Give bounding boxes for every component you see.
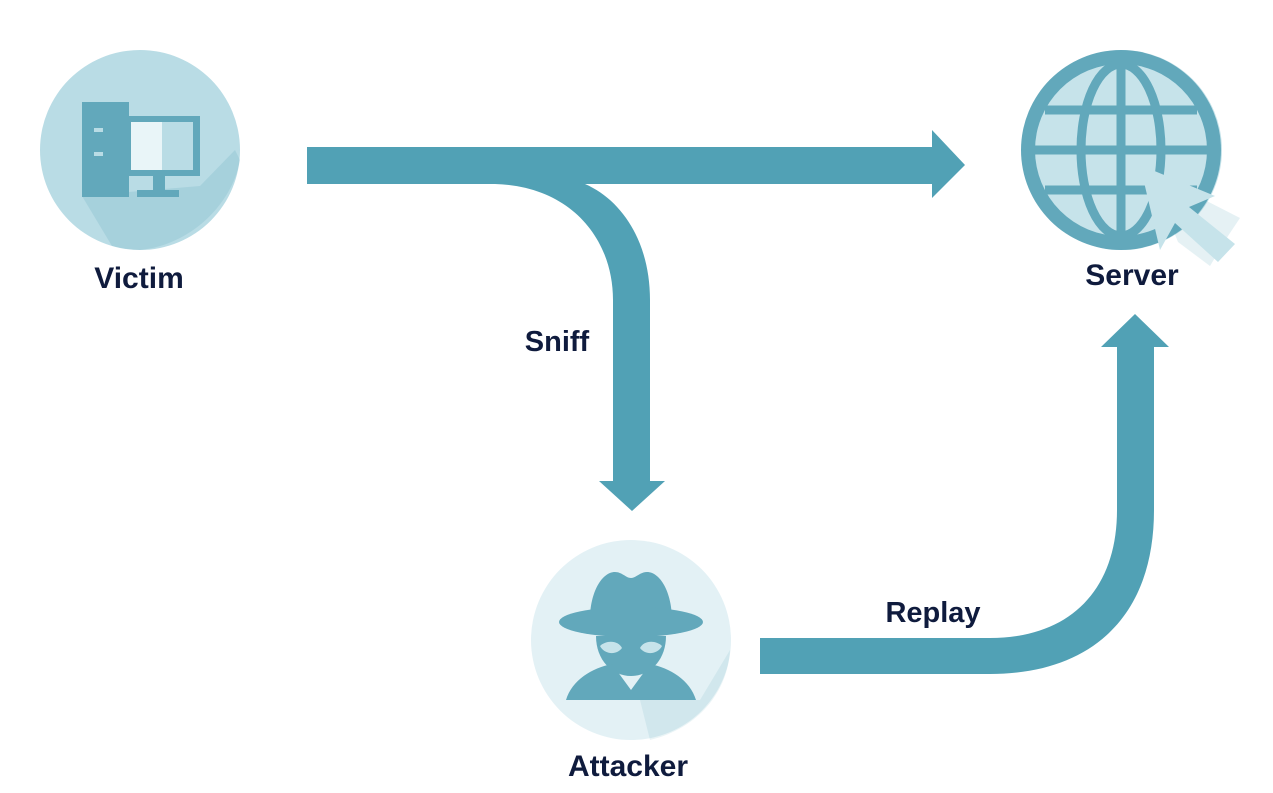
server-label: Server [1085,259,1179,292]
server-node: Server [1021,50,1240,292]
victim-label: Victim [94,262,184,295]
desktop-computer-icon [82,102,240,250]
arrow-sniff-to-attacker [495,184,665,511]
spy-hat-icon [559,572,730,740]
victim-node: Victim [40,50,240,295]
globe-cursor-icon [1021,50,1240,266]
arrow-replay-to-server [760,314,1169,674]
replay-label: Replay [885,597,980,629]
sniff-label: Sniff [525,326,590,358]
arrows [307,130,1169,674]
attacker-label: Attacker [568,750,688,783]
attacker-node: Attacker [531,540,731,783]
arrow-victim-to-server [307,130,965,198]
